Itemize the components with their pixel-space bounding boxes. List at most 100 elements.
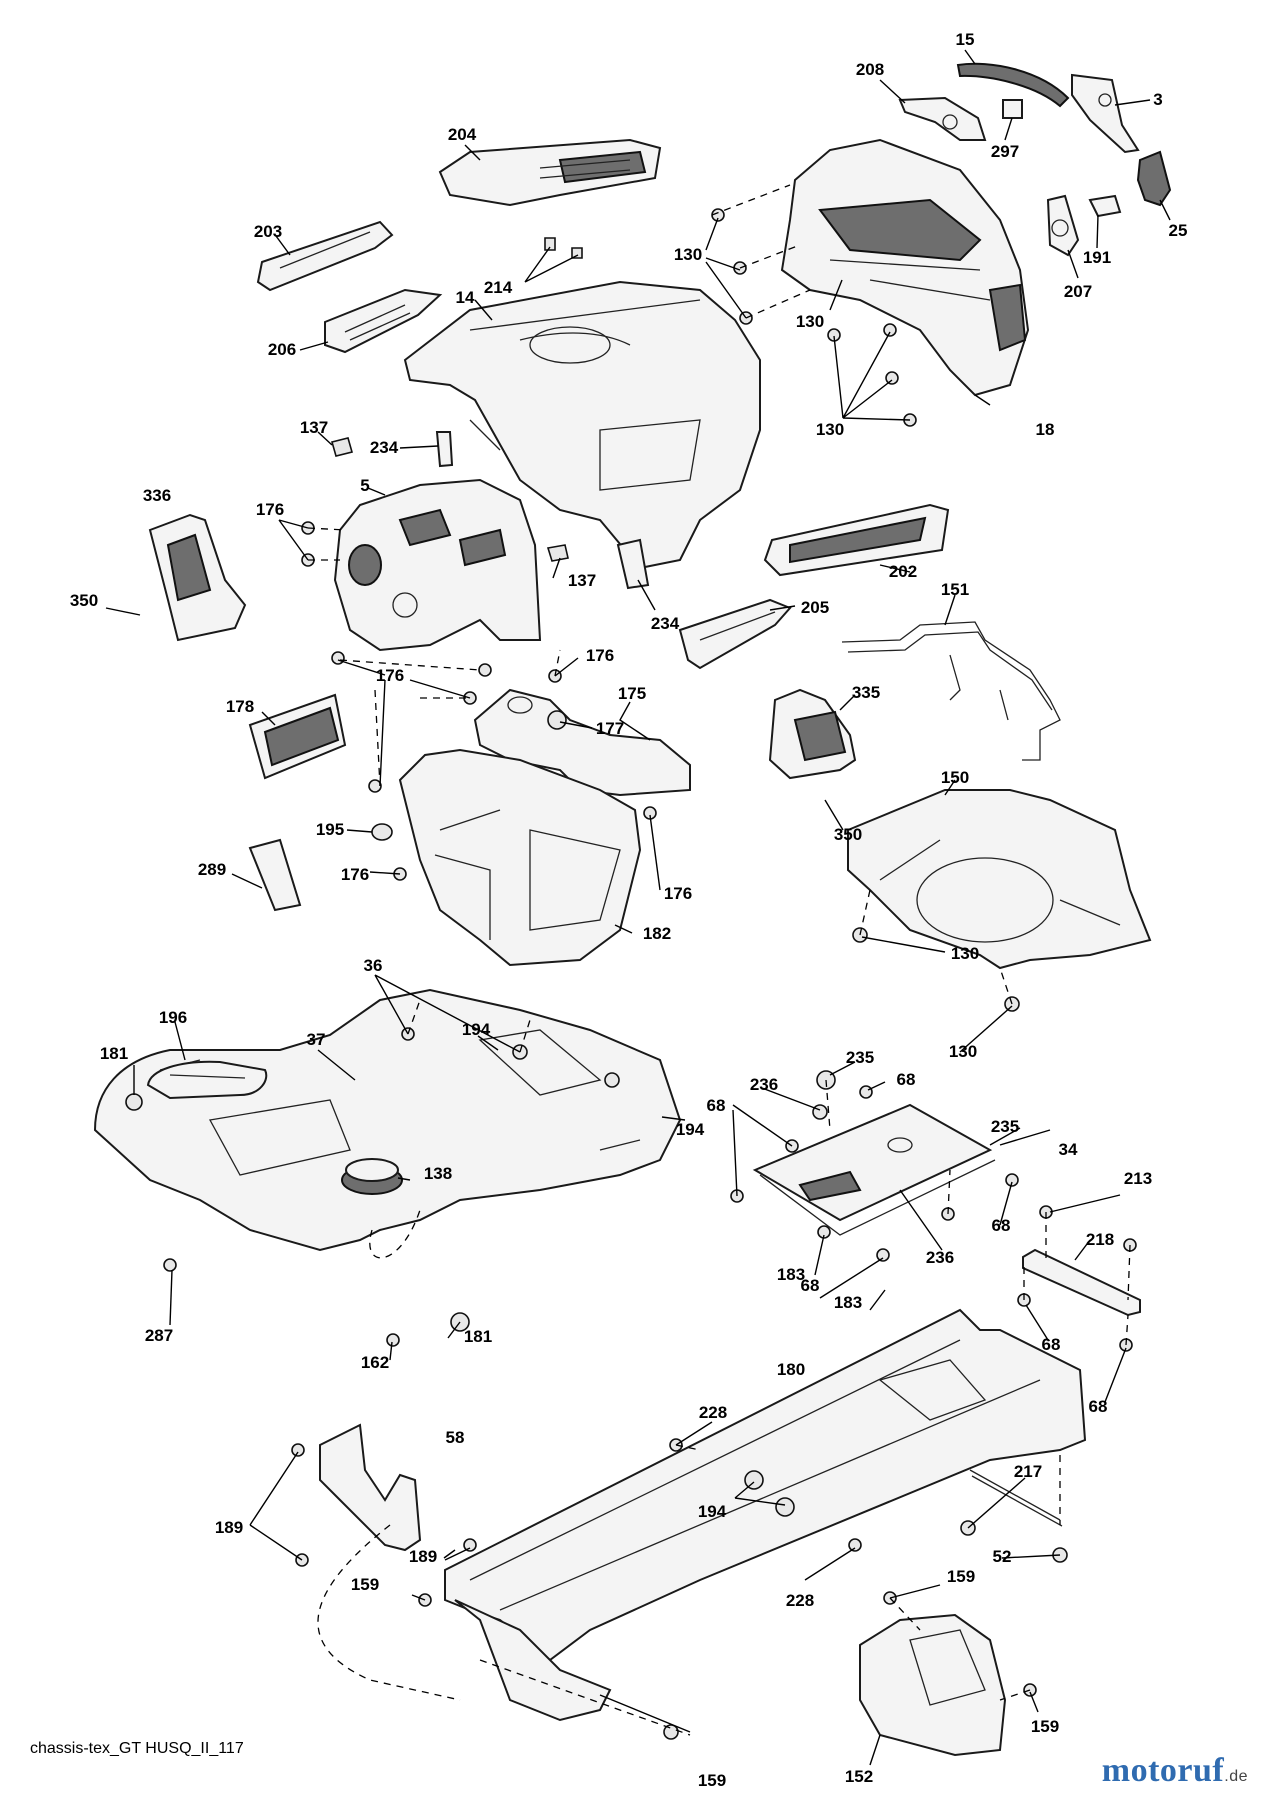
callout-5: 5 — [360, 476, 370, 495]
callout-34: 34 — [1058, 1140, 1078, 1159]
callout-175: 175 — [617, 684, 647, 703]
callout-205: 205 — [800, 598, 830, 617]
part-206-vent — [324, 288, 443, 354]
callout-228-a: 228 — [698, 1403, 728, 1422]
callout-194-a: 194 — [461, 1020, 491, 1039]
callout-152: 152 — [844, 1767, 874, 1786]
callout-213: 213 — [1123, 1169, 1153, 1188]
callout-181-a: 181 — [99, 1044, 129, 1063]
brand-logo[interactable]: motoruf.de — [1102, 1752, 1248, 1790]
dashed-connectors — [307, 184, 1131, 1736]
part-218-bracket — [1022, 1248, 1141, 1317]
callout-138: 138 — [423, 1164, 453, 1183]
part-207-socket — [1046, 194, 1080, 257]
part-234-strip-b — [616, 538, 650, 590]
callout-196: 196 — [158, 1008, 188, 1027]
callout-68-c: 68 — [991, 1216, 1011, 1235]
callout-350-b: 350 — [833, 825, 863, 844]
part-37-fender — [93, 988, 682, 1252]
callout-194-b: 194 — [675, 1120, 705, 1139]
callout-180: 180 — [776, 1360, 806, 1379]
callout-159-d: 159 — [697, 1771, 727, 1790]
part-180-chassis-frame — [444, 1308, 1087, 1722]
part-151-bracket — [841, 621, 1061, 761]
part-234-strip-a — [435, 431, 454, 468]
callout-218: 218 — [1085, 1230, 1115, 1249]
part-150-floor-pan — [847, 789, 1152, 970]
part-5-dash-console — [333, 478, 542, 652]
callout-287: 287 — [144, 1326, 174, 1345]
part-137-clip-b — [546, 544, 569, 562]
callout-207: 207 — [1063, 282, 1093, 301]
brand-tld: .de — [1224, 1768, 1248, 1785]
part-58-bracket — [319, 1423, 422, 1552]
callout-68-b: 68 — [706, 1096, 726, 1115]
callout-350-a: 350 — [69, 591, 99, 610]
callout-151: 151 — [940, 580, 970, 599]
callout-150: 150 — [940, 768, 970, 787]
callout-159-b: 159 — [946, 1567, 976, 1586]
part-297-clip — [1002, 99, 1023, 119]
callout-236-b: 236 — [925, 1248, 955, 1267]
leader-lines — [105, 49, 1171, 1766]
callout-130-a: 130 — [673, 245, 703, 264]
callout-183-a: 183 — [776, 1265, 806, 1284]
callout-68-e: 68 — [1041, 1335, 1061, 1354]
callout-297: 297 — [990, 142, 1020, 161]
brand-name: motoruf — [1101, 1752, 1225, 1789]
part-34-mount-plate — [752, 1103, 996, 1236]
part-214-clips — [544, 237, 583, 259]
callout-183-b: 183 — [833, 1293, 863, 1312]
part-18-front-bumper — [780, 138, 1030, 397]
callout-195: 195 — [315, 820, 345, 839]
callout-181-b: 181 — [463, 1327, 493, 1346]
callout-189-b: 189 — [408, 1547, 438, 1566]
part-152-seat-bracket — [859, 1613, 1007, 1757]
callout-289: 289 — [197, 860, 227, 879]
callout-189-a: 189 — [214, 1518, 244, 1537]
callout-177: 177 — [595, 719, 625, 738]
part-335-pedal-cover — [768, 688, 857, 780]
callout-15: 15 — [955, 30, 975, 49]
diagram-id-caption: chassis-tex_GT HUSQ_II_117 — [30, 1740, 244, 1757]
part-203-trim — [256, 220, 394, 292]
part-191-clip — [1088, 194, 1122, 218]
callout-18: 18 — [1035, 420, 1055, 439]
part-178-vent-grille — [248, 693, 347, 780]
callout-335: 335 — [851, 683, 881, 702]
callout-137-a: 137 — [299, 418, 329, 437]
callout-208: 208 — [855, 60, 885, 79]
callout-176-d: 176 — [340, 865, 370, 884]
callout-214: 214 — [483, 278, 513, 297]
callout-58: 58 — [445, 1428, 465, 1447]
callout-235-a: 235 — [845, 1048, 875, 1067]
callout-217: 217 — [1013, 1462, 1043, 1481]
callout-176-a: 176 — [255, 500, 285, 519]
callout-14: 14 — [455, 288, 475, 307]
callout-182: 182 — [642, 924, 672, 943]
callout-178: 178 — [225, 697, 255, 716]
callout-204: 204 — [447, 125, 477, 144]
callout-130-c: 130 — [815, 420, 845, 439]
callout-162: 162 — [360, 1353, 390, 1372]
callout-235-b: 235 — [990, 1117, 1020, 1136]
part-202-grille — [763, 503, 950, 577]
part-15-grip — [956, 62, 1070, 108]
callout-52: 52 — [992, 1547, 1012, 1566]
part-195-cap — [371, 823, 393, 841]
callout-68-f: 68 — [1088, 1397, 1108, 1416]
callout-236-a: 236 — [749, 1075, 779, 1094]
part-25-cap — [1136, 150, 1172, 207]
part-14-hood — [403, 280, 761, 570]
callout-159-c: 159 — [1030, 1717, 1060, 1736]
callout-336: 336 — [142, 486, 172, 505]
callout-130-e: 130 — [948, 1042, 978, 1061]
part-196-shift-plate — [146, 1060, 268, 1100]
callout-130-b: 130 — [795, 312, 825, 331]
part-3-panel — [1071, 73, 1140, 154]
callout-3: 3 — [1153, 90, 1163, 109]
part-217-rod — [969, 1469, 1063, 1527]
callout-203: 203 — [253, 222, 283, 241]
